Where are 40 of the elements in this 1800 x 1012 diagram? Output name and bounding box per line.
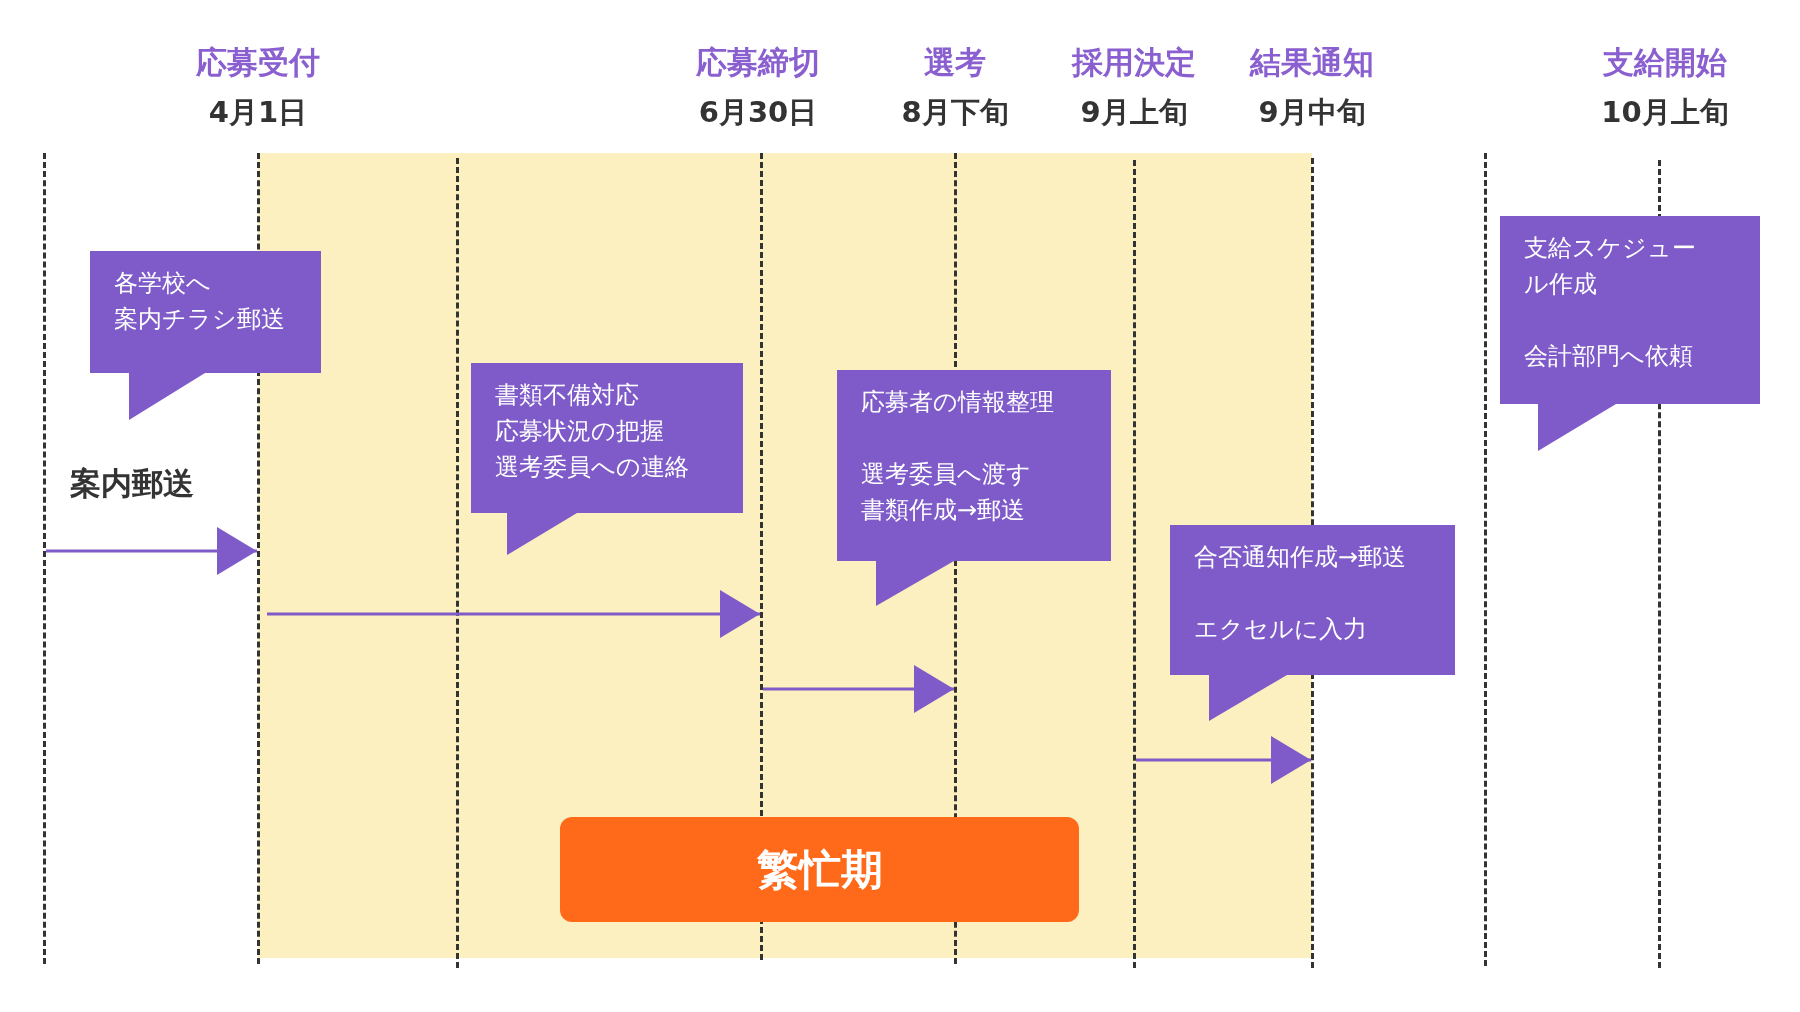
timeline-dashed-line [1484, 153, 1487, 966]
speech-callout [90, 251, 321, 420]
speech-callout [1500, 216, 1760, 451]
milestone-title: 支給開始 [1603, 43, 1727, 82]
callout-text: 会計部門へ依頼 [1524, 341, 1694, 372]
callout-text: 支給スケジュール作成 [1524, 233, 1697, 300]
callout-text: 選考委員への連絡 [495, 452, 690, 483]
callout-text: 書類作成→郵送 [861, 495, 1027, 526]
timeline-dashed-line [1133, 160, 1136, 968]
speech-callout [1170, 525, 1455, 721]
milestone-date: 6月30日 [698, 94, 818, 131]
milestone-date: 8月下旬 [901, 94, 1009, 131]
period-label: 繁忙期 [756, 843, 883, 896]
callout-text: 各学校へ [114, 268, 212, 299]
timeline-dashed-line [456, 158, 459, 968]
arrow [46, 527, 257, 575]
milestone-title: 応募受付 [196, 43, 320, 82]
arrow [1136, 736, 1311, 784]
milestone-date: 10月上旬 [1601, 94, 1729, 131]
milestone-date: 9月中旬 [1258, 94, 1366, 131]
timeline-dashed-line [43, 153, 46, 964]
speech-callout [837, 370, 1111, 606]
callout-text: 選考委員へ渡す [861, 459, 1032, 490]
arrow [267, 590, 760, 638]
speech-callout [471, 363, 743, 555]
callout-text: 案内チラシ郵送 [114, 304, 286, 335]
milestone-date: 9月上旬 [1080, 94, 1188, 131]
callout-text: エクセルに入力 [1194, 614, 1368, 645]
callout-text: 応募状況の把握 [495, 416, 665, 447]
callout-text: 応募者の情報整理 [861, 387, 1055, 418]
callout-text: 合否通知作成→郵送 [1194, 542, 1408, 573]
edge-label: 案内郵送 [70, 464, 194, 503]
milestone-title: 結果通知 [1250, 43, 1374, 82]
milestone-title: 選考 [924, 43, 986, 82]
milestone-date: 4月1日 [208, 94, 308, 131]
callout-text: 書類不備対応 [495, 380, 640, 411]
milestone-title: 応募締切 [696, 43, 820, 82]
milestone-title: 採用決定 [1072, 43, 1196, 82]
arrow [763, 665, 954, 713]
period-box [560, 817, 1079, 922]
